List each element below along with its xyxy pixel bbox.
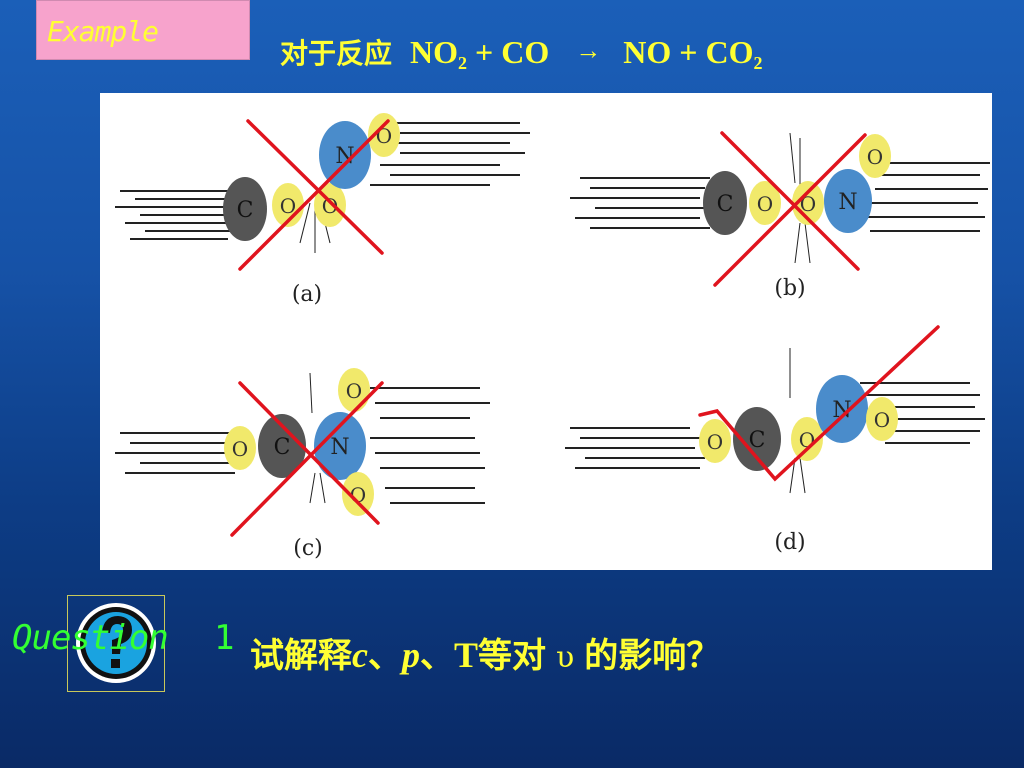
red-marks bbox=[230, 119, 940, 537]
question-mid: 等对 bbox=[478, 636, 546, 676]
svg-text:O: O bbox=[232, 437, 248, 461]
question-number: 1 bbox=[214, 618, 235, 658]
cross-mark-c2 bbox=[230, 381, 384, 537]
molecule-a: C O O N O (a) bbox=[223, 113, 400, 307]
collision-figure: C O O N O (a) C O O N O (b) bbox=[115, 113, 990, 561]
question-prefix: 试解释 bbox=[250, 636, 352, 676]
var-c: c bbox=[352, 635, 368, 675]
cross-mark-b2 bbox=[713, 133, 867, 287]
plus-sign-1: + bbox=[475, 34, 494, 70]
plus-sign-2: + bbox=[679, 34, 698, 70]
reaction-title: 对于反应 NO2 + CO → NO + CO2 bbox=[280, 32, 762, 76]
question-label: Question bbox=[12, 618, 169, 658]
product-no: NO bbox=[623, 34, 672, 70]
molecule-c: O C N O O (c) bbox=[224, 368, 374, 561]
svg-text:O: O bbox=[376, 124, 392, 148]
title-chinese: 对于反应 bbox=[280, 37, 393, 70]
svg-text:C: C bbox=[274, 435, 291, 460]
rate-symbol: υ bbox=[556, 640, 575, 675]
motion-lines bbox=[115, 122, 990, 504]
molecule-b: C O O N O (b) bbox=[703, 134, 891, 301]
collision-diagram: C O O N O (a) C O O N O (b) bbox=[100, 93, 992, 570]
caption-b: (b) bbox=[774, 276, 805, 301]
cross-mark-a2 bbox=[238, 119, 390, 271]
question-suffix: 的影响？ bbox=[584, 636, 721, 676]
reactant-co: CO bbox=[501, 34, 550, 70]
caption-d: (d) bbox=[774, 530, 805, 555]
cross-mark-c1 bbox=[238, 381, 380, 525]
svg-text:O: O bbox=[707, 430, 723, 454]
svg-text:O: O bbox=[867, 145, 883, 169]
svg-text:N: N bbox=[832, 398, 851, 423]
example-badge: Example bbox=[36, 0, 250, 60]
reactant-no2: NO2 bbox=[410, 34, 468, 73]
var-p: p bbox=[401, 635, 420, 675]
svg-text:N: N bbox=[335, 144, 354, 169]
svg-text:C: C bbox=[717, 192, 734, 217]
svg-text:O: O bbox=[346, 379, 362, 403]
svg-text:O: O bbox=[757, 192, 773, 216]
check-mark-d bbox=[698, 325, 940, 482]
svg-text:O: O bbox=[280, 194, 296, 218]
product-co2: CO2 bbox=[705, 34, 763, 73]
question-mark-icon bbox=[67, 595, 165, 692]
separator: 、 bbox=[367, 636, 402, 676]
cross-mark-a1 bbox=[246, 119, 384, 255]
svg-text:N: N bbox=[330, 435, 349, 460]
var-T: T bbox=[453, 635, 478, 675]
svg-text:C: C bbox=[749, 428, 766, 453]
atom-label: C bbox=[237, 198, 254, 223]
svg-text:N: N bbox=[838, 190, 857, 215]
reaction-arrow: → bbox=[575, 36, 602, 65]
caption-a: (a) bbox=[292, 282, 322, 307]
cross-mark-b1 bbox=[720, 131, 860, 271]
molecule-d: O C O N O (d) bbox=[699, 375, 898, 555]
example-label: Example bbox=[47, 15, 159, 48]
svg-text:O: O bbox=[874, 408, 890, 432]
caption-c: (c) bbox=[293, 536, 323, 561]
separator: 、 bbox=[419, 636, 454, 676]
